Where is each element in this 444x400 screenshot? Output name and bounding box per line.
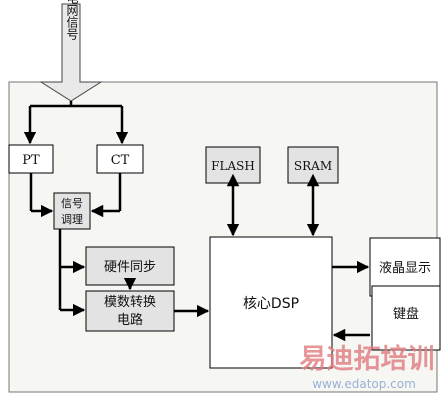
conditioning-outputs-connector bbox=[58, 229, 86, 317]
signal-conditioning-block bbox=[53, 192, 91, 230]
grid-signal-input-arrow bbox=[39, 3, 103, 102]
watermark-url: www.edatop.com bbox=[312, 377, 416, 391]
keyboard-block bbox=[371, 285, 441, 351]
input-split-connector bbox=[23, 101, 129, 145]
watermark-text: 易迪拓培训 bbox=[300, 344, 435, 375]
sram-label: SRAM bbox=[294, 159, 332, 173]
grid-signal-label: 电网信号 bbox=[65, 0, 79, 40]
adc-circuit-label-line1: 模数转换 bbox=[104, 295, 156, 310]
pt-label: PT bbox=[22, 153, 40, 168]
signal-conditioning-label-line1: 信号 bbox=[61, 197, 83, 210]
adc-circuit-label-line2: 电路 bbox=[117, 312, 143, 328]
core-dsp-block bbox=[209, 236, 333, 369]
adc-circuit-block bbox=[85, 290, 175, 332]
ct-label: CT bbox=[111, 153, 130, 168]
sensor-to-conditioning-connector bbox=[29, 173, 122, 218]
lcd-display-label: 液晶显示 bbox=[379, 261, 431, 276]
signal-conditioning-label-line2: 调理 bbox=[61, 213, 83, 226]
flash-label: FLASH bbox=[211, 159, 255, 173]
hardware-sync-label: 硬件同步 bbox=[104, 260, 156, 275]
core-dsp-label: 核心DSP bbox=[243, 296, 299, 312]
keyboard-label: 键盘 bbox=[393, 306, 419, 322]
